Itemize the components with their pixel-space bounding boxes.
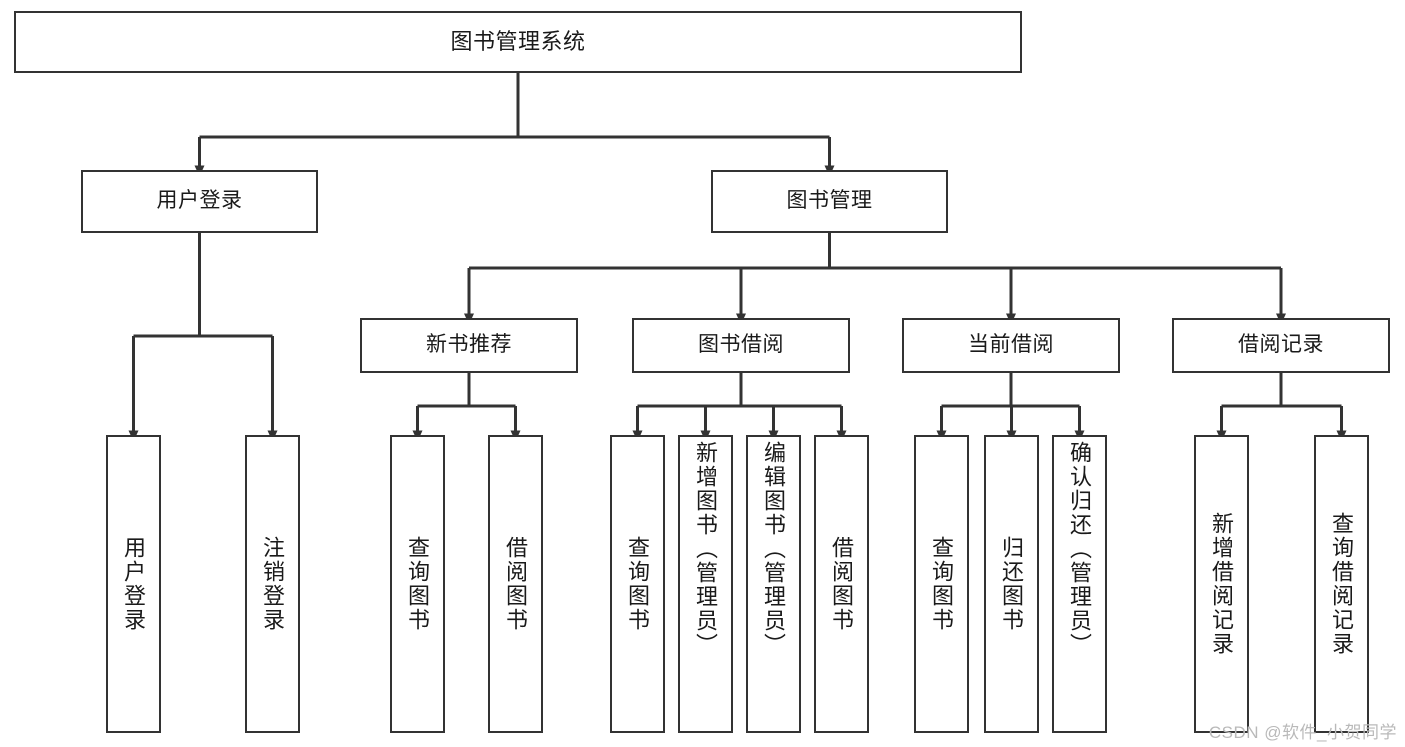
node-label: 新增图书（管理员） xyxy=(693,441,719,657)
node-borrow-record[interactable]: 借阅记录 xyxy=(1172,318,1390,373)
node-label: 图书管理系统 xyxy=(450,29,586,55)
node-label: 用户登录 xyxy=(121,536,147,632)
node-label: 图书管理 xyxy=(786,189,873,213)
node-leaf-user-logout[interactable]: 注销登录 xyxy=(245,435,300,733)
node-leaf-borrow-book-1[interactable]: 借阅图书 xyxy=(488,435,543,733)
node-current-borrow[interactable]: 当前借阅 xyxy=(902,318,1120,373)
node-book-borrow[interactable]: 图书借阅 xyxy=(632,318,850,373)
node-label: 用户登录 xyxy=(156,189,243,213)
node-leaf-add-book[interactable]: 新增图书（管理员） xyxy=(678,435,733,733)
node-user-login[interactable]: 用户登录 xyxy=(81,170,318,233)
node-label: 当前借阅 xyxy=(968,333,1054,357)
node-label: 借阅记录 xyxy=(1238,333,1324,357)
node-label: 确认归还（管理员） xyxy=(1067,441,1093,657)
node-new-book-rec[interactable]: 新书推荐 xyxy=(360,318,578,373)
node-label: 注销登录 xyxy=(260,536,286,632)
node-label: 图书借阅 xyxy=(698,333,784,357)
node-leaf-user-login[interactable]: 用户登录 xyxy=(106,435,161,733)
watermark: CSDN @软件_小贺同学 xyxy=(1208,723,1397,742)
node-label: 新书推荐 xyxy=(426,333,512,357)
node-leaf-confirm-return[interactable]: 确认归还（管理员） xyxy=(1052,435,1107,733)
node-leaf-return-book[interactable]: 归还图书 xyxy=(984,435,1039,733)
node-label: 归还图书 xyxy=(999,536,1025,632)
node-leaf-edit-book[interactable]: 编辑图书（管理员） xyxy=(746,435,801,733)
node-label: 新增借阅记录 xyxy=(1209,512,1235,656)
node-label: 借阅图书 xyxy=(829,536,855,632)
node-book-manage[interactable]: 图书管理 xyxy=(711,170,948,233)
node-root[interactable]: 图书管理系统 xyxy=(14,11,1022,73)
node-leaf-borrow-book-2[interactable]: 借阅图书 xyxy=(814,435,869,733)
node-leaf-query-record[interactable]: 查询借阅记录 xyxy=(1314,435,1369,733)
node-label: 查询借阅记录 xyxy=(1329,512,1355,656)
node-leaf-query-book-2[interactable]: 查询图书 xyxy=(610,435,665,733)
edge-group xyxy=(128,73,1347,442)
node-label: 查询图书 xyxy=(929,536,955,632)
node-leaf-query-book-3[interactable]: 查询图书 xyxy=(914,435,969,733)
node-label: 查询图书 xyxy=(625,536,651,632)
node-label: 借阅图书 xyxy=(503,536,529,632)
node-leaf-query-book-1[interactable]: 查询图书 xyxy=(390,435,445,733)
node-label: 编辑图书（管理员） xyxy=(761,441,787,657)
node-leaf-add-record[interactable]: 新增借阅记录 xyxy=(1194,435,1249,733)
node-label: 查询图书 xyxy=(405,536,431,632)
